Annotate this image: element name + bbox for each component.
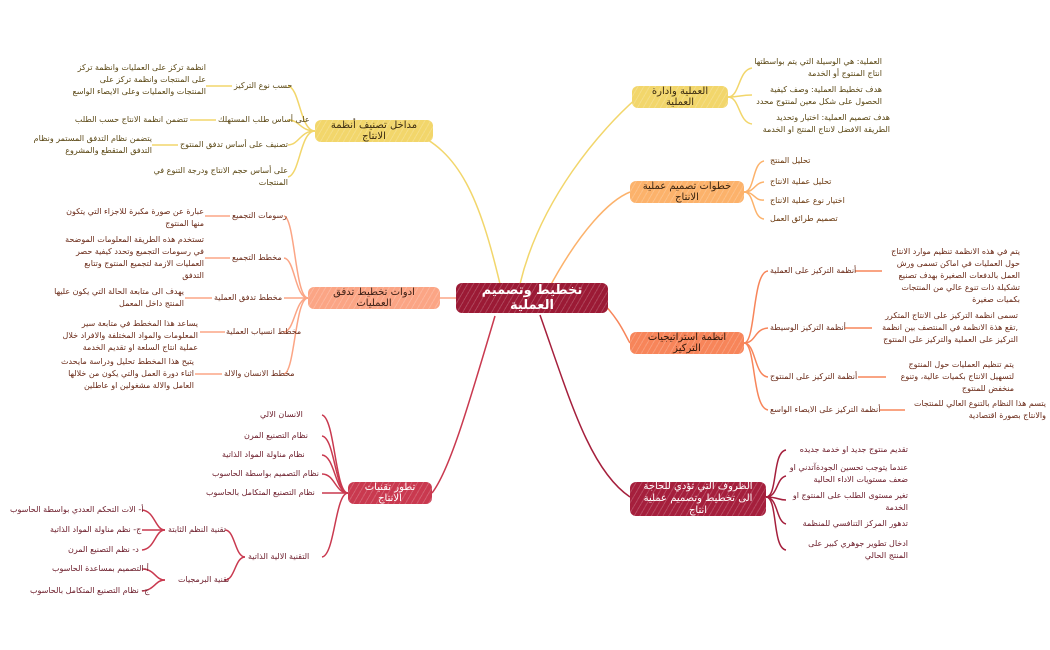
subtopic-robot[interactable]: الانسان الالي [260,410,303,419]
subtopic-condition-5[interactable]: ادخال تطوير جوهري كبير على المنتج الحالي [808,539,908,560]
subtopic-cad[interactable]: نظام التصميم بواسطة الحاسوب [212,469,319,478]
subtopic-process-focus[interactable]: أنظمة التركيز على العملية [770,266,857,275]
desc-product-focus[interactable]: يتم تنظيم العمليات حول المنتوج لتسهيل ال… [900,360,1014,393]
subtopic-assembly-chart[interactable]: مخطط التجميع [232,253,282,262]
topic-tech-evolution[interactable]: تطور تقنيات الانتاج [348,482,432,504]
subtopic-software-tech[interactable]: تقنية البرمجيات [178,575,230,584]
topic-flow-tools[interactable]: ادوات تخطيط تدفق العمليات [308,287,440,309]
subtopic-product-focus[interactable]: أنظمة التركيز على المنتوج [770,372,858,381]
subtopic-step-1[interactable]: تحليل المنتج [770,156,811,165]
subtopic-cim[interactable]: نظام التصنيع المتكامل بالحاسوب [206,488,315,497]
subtopic-process-chart[interactable]: مخطط تدفق العملية [214,293,283,302]
subtopic-man-machine-chart[interactable]: مخطط الانسان والالة [224,369,295,378]
item-cim[interactable]: ج- نظام التصنيع المتكامل بالحاسوب [30,586,150,595]
item-amh-systems[interactable]: ج- نظم مناولة المواد الذاتية [50,525,142,534]
desc-by-focus-type[interactable]: انظمة تركز على العمليات وانظمة تركز على … [72,63,206,96]
desc-by-flow[interactable]: يتضمن نظام التدفق المستمر ونظام التدفق ا… [33,134,152,155]
topic-focus-strategies[interactable]: انظمة استراتيجيات التركيز [630,332,744,354]
central-topic[interactable]: تخطيط وتصميم العملية [456,283,608,313]
desc-mass-customization[interactable]: يتسم هذا النظام بالتنوع العالي للمنتجات … [913,399,1046,420]
subtopic-condition-4[interactable]: تدهور المركز التنافسي للمنظمة [802,519,908,528]
subtopic-process-definition[interactable]: العملية: هي الوسيلة التي يتم بواسطتها ان… [754,57,882,78]
desc-repetitive-focus[interactable]: تسمى انظمة التركيز على الانتاج المتكرر ,… [882,311,1018,344]
subtopic-design-goal[interactable]: هدف تصميم العملية: اختيار وتحديد الطريقة… [762,113,890,134]
subtopic-by-demand[interactable]: على أساس طلب المستهلك [218,115,310,124]
item-cad[interactable]: أ-التصميم بمساعدة الحاسوب [52,564,149,573]
subtopic-amh[interactable]: نظام مناولة المواد الذاتية [222,450,305,459]
desc-man-machine-chart[interactable]: يتيح هذا المخطط تحليل ودراسة مايحدث اثنا… [60,357,194,390]
desc-by-demand[interactable]: تتضمن انظمة الانتاج حسب الطلب [74,115,188,124]
desc-process-chart[interactable]: يهدف الى متابعة الحالة التي يكون عليها ا… [54,287,184,308]
subtopic-repetitive-focus[interactable]: أنظمة التركيز الوسيطة [770,323,846,332]
desc-process-focus[interactable]: يتم في هذه الانظمة تنظيم موارد الانتاج ح… [891,247,1020,304]
item-cnc[interactable]: أ- الات التحكم العددي بواسطة الحاسوب [10,505,144,514]
subtopic-planning-goal[interactable]: هدف تخطيط العملية: وصف كيفية الحصول على … [756,85,882,106]
subtopic-condition-2[interactable]: عندما يتوجب تحسين الجودةآتدني او ضعف مست… [789,463,908,484]
topic-process-management[interactable]: العملية وادارة العملية [632,86,728,108]
subtopic-condition-1[interactable]: تقديم منتوج جديد او خدمة جديده [799,445,908,454]
subtopic-step-4[interactable]: تصميم طرائق العمل [770,214,838,223]
item-fms-systems[interactable]: د- نظم التصنيع المرن [68,545,139,554]
subtopic-condition-3[interactable]: تغير مستوى الطلب على المنتوج او الخدمة [792,491,908,512]
subtopic-by-flow[interactable]: تصنيف على أساس تدفق المنتوج [180,140,288,149]
topic-design-steps[interactable]: خطوات تصميم عملية الانتاج [630,181,744,203]
subtopic-step-2[interactable]: تحليل عملية الانتاج [770,177,832,186]
subtopic-by-focus-type[interactable]: حسب نوع التركيز [234,81,293,90]
desc-flow-chart[interactable]: يساعد هذا المخطط في متابعة سير المعلومات… [62,319,198,352]
subtopic-automation[interactable]: التقنية الالية الذاتية [248,552,310,561]
subtopic-flow-chart[interactable]: مخطط انسياب العملية [226,327,302,336]
desc-assembly-drawings[interactable]: عبارة عن صورة مكبرة للاجزاء التي يتكون م… [66,207,204,228]
desc-assembly-chart[interactable]: تستخدم هذه الطريقة المعلومات الموضحة في … [65,235,204,280]
subtopic-fms[interactable]: نظام التصنيع المرن [244,431,308,440]
topic-conditions[interactable]: الظروف التي تؤدي للحاجة الى تخطيط وتصميم… [630,481,766,516]
subtopic-mass-customization[interactable]: أنظمة التركيز على الايصاء الواسع [770,405,881,414]
subtopic-step-3[interactable]: اختيار نوع عملية الانتاج [770,196,845,205]
subtopic-fixed-automation[interactable]: تقنية النظم الثابتة [168,525,226,534]
topic-classification[interactable]: مداخل تصنيف أنظمة الانتاج [315,120,433,142]
subtopic-assembly-drawings[interactable]: رسومات التجميع [232,211,288,220]
subtopic-by-volume[interactable]: على أساس حجم الانتاج ودرجة التنوع في الم… [153,166,288,187]
